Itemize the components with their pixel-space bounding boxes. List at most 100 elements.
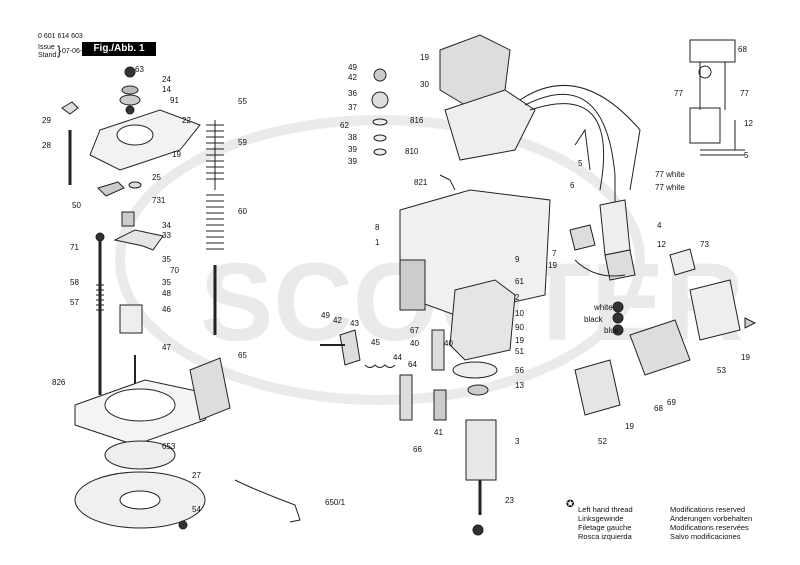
- notes-right-column: Modifications reserved Änderungen vorbeh…: [670, 505, 752, 541]
- callout: 77 white: [655, 170, 685, 179]
- callout: 821: [414, 178, 428, 187]
- callout: 9: [515, 255, 520, 264]
- callout: 12: [744, 119, 753, 128]
- callout: 14: [162, 85, 171, 94]
- callout: 826: [52, 378, 66, 387]
- stand-label: Stand: [38, 52, 57, 59]
- callout: 58: [70, 278, 79, 287]
- note-line: Modifications reservées: [670, 523, 749, 532]
- callout: 30: [420, 80, 429, 89]
- callout: 63: [135, 65, 144, 74]
- callout: 23: [505, 496, 514, 505]
- callout: 69: [667, 398, 676, 407]
- callout: 60: [238, 207, 247, 216]
- callout: 4: [657, 221, 662, 230]
- callout: 64: [408, 360, 417, 369]
- callout: 65: [238, 351, 247, 360]
- callout: 68: [738, 45, 747, 54]
- callout: 40: [410, 339, 419, 348]
- callout: 37: [348, 103, 357, 112]
- part-number: 0 601 614 603: [38, 33, 83, 40]
- plunge-base-assembly: [61, 66, 301, 530]
- callout: white: [593, 303, 613, 312]
- switch-assembly: [569, 199, 757, 416]
- callout: 19: [625, 422, 634, 431]
- callout: 67: [410, 326, 419, 335]
- note-line: Modifications reserved: [670, 505, 746, 514]
- callout: 653: [162, 442, 176, 451]
- callout: 42: [348, 73, 357, 82]
- callout: 54: [192, 505, 201, 514]
- callout: 47: [162, 343, 171, 352]
- callout: 27: [192, 471, 201, 480]
- callout: 42: [333, 316, 342, 325]
- note-line: Linksgewinde: [578, 514, 624, 523]
- note-line: Left hand thread: [578, 505, 633, 514]
- callout: 5: [578, 159, 583, 168]
- callout: 71: [70, 243, 79, 252]
- callout: 35: [162, 255, 171, 264]
- callout: 46: [162, 305, 171, 314]
- callout: 7: [552, 249, 557, 258]
- callout: 45: [371, 338, 380, 347]
- callout: 650/1: [325, 498, 346, 507]
- callout: 56: [515, 366, 524, 375]
- callout: 24: [162, 75, 171, 84]
- callout: 19: [741, 353, 750, 362]
- callout: 44: [393, 353, 402, 362]
- callout: 77 white: [655, 183, 685, 192]
- callout: 41: [434, 428, 443, 437]
- callout: 53: [717, 366, 726, 375]
- callout: 49: [321, 311, 330, 320]
- motor-housing-assembly: [320, 34, 641, 536]
- issue-date: 07-06-27: [62, 48, 91, 55]
- wiring-schematic: [689, 39, 745, 156]
- callout: 3: [515, 437, 520, 446]
- callout: 68: [654, 404, 663, 413]
- note-line: Rosca izquierda: [578, 532, 632, 541]
- callout: 19: [548, 261, 557, 270]
- callout: 22: [182, 116, 191, 125]
- callout: 62: [340, 121, 349, 130]
- callout: 51: [515, 347, 524, 356]
- callout: 1: [375, 238, 380, 247]
- callout: 57: [70, 298, 79, 307]
- callout: 731: [152, 196, 166, 205]
- callout: 19: [420, 53, 429, 62]
- callout: 39: [348, 145, 357, 154]
- callout: 28: [42, 141, 51, 150]
- callout: 52: [598, 437, 607, 446]
- callout: 6: [570, 181, 575, 190]
- callout: 13: [515, 381, 524, 390]
- callout: 39: [348, 157, 357, 166]
- callout: 43: [350, 319, 359, 328]
- callout: 49: [348, 63, 357, 72]
- callout: 33: [162, 231, 171, 240]
- callout: 77: [674, 89, 683, 98]
- callout: 55: [238, 97, 247, 106]
- callout: black: [584, 315, 604, 324]
- callout: 70: [170, 266, 179, 275]
- callout: 73: [700, 240, 709, 249]
- callout: blue: [604, 326, 620, 335]
- callout: 810: [405, 147, 419, 156]
- callout: 34: [162, 221, 171, 230]
- figure-label: Fig./Abb. 1: [82, 42, 156, 56]
- callout-labels: 29 28 63 24 14 91 22 19 25 50 731 34 33 …: [42, 45, 753, 514]
- callout: 10: [515, 309, 524, 318]
- callout: 77: [740, 89, 749, 98]
- callout: 38: [348, 133, 357, 142]
- callout: 2: [515, 293, 520, 302]
- issue-brace: }: [57, 43, 62, 58]
- callout: 5: [744, 151, 749, 160]
- callout: 35: [162, 278, 171, 287]
- callout: 29: [42, 116, 51, 125]
- note-line: Filetage gauche: [578, 523, 632, 532]
- note-line: Salvo modificaciones: [670, 532, 741, 541]
- callout: 48: [162, 289, 171, 298]
- callout: 61: [515, 277, 524, 286]
- callout: 50: [72, 201, 81, 210]
- callout: 25: [152, 173, 161, 182]
- callout: 12: [657, 240, 666, 249]
